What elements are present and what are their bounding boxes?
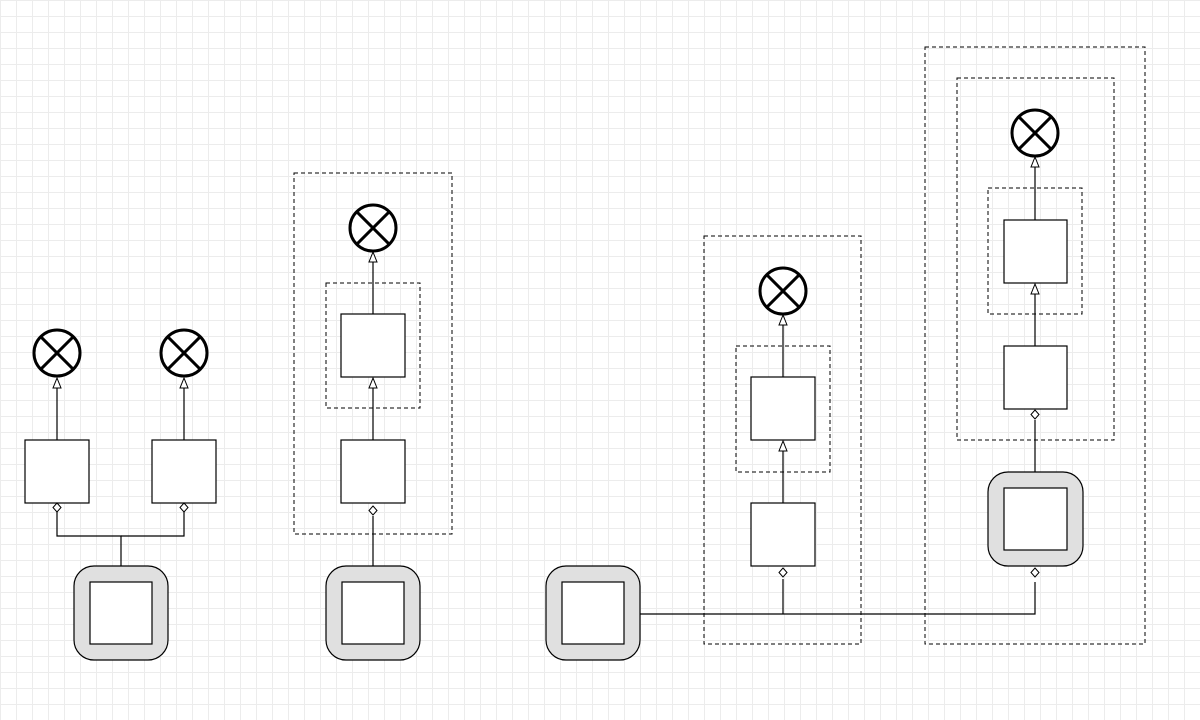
arrowhead-icon [778, 439, 788, 452]
arrowhead-icon [1030, 155, 1040, 168]
arrowhead-icon [778, 313, 788, 326]
container-outer [703, 235, 862, 645]
group-double-chain [545, 46, 1146, 661]
connector-line [56, 511, 122, 566]
process-node[interactable] [750, 376, 816, 441]
diamond-connector-icon [1030, 409, 1040, 420]
group-single-chain [293, 172, 453, 661]
container-outer [924, 46, 1146, 645]
arrowhead-icon [1030, 282, 1040, 295]
output-lamp-icon [32, 328, 82, 378]
source-node[interactable] [545, 565, 641, 661]
diamond-connector-icon [778, 567, 788, 578]
output-lamp-icon [348, 203, 398, 253]
group-left-tree [24, 328, 217, 661]
diamond-connector-icon [179, 502, 189, 513]
process-node[interactable] [750, 502, 816, 567]
process-node[interactable] [340, 439, 406, 504]
process-node[interactable] [24, 439, 90, 504]
process-node[interactable] [340, 313, 406, 378]
diamond-connector-icon [1030, 567, 1040, 578]
diamond-connector-icon [368, 505, 378, 516]
arrowhead-icon [368, 376, 378, 389]
output-lamp-icon [1010, 108, 1060, 158]
output-lamp-icon [159, 328, 209, 378]
output-lamp-icon [758, 266, 808, 316]
diamond-connector-icon [52, 502, 62, 513]
source-node[interactable] [73, 565, 169, 661]
arrowhead-icon [179, 376, 189, 389]
process-node[interactable] [1003, 345, 1068, 410]
process-node[interactable] [151, 439, 217, 504]
arrowhead-icon [368, 250, 378, 263]
connector-line [640, 582, 1036, 615]
connector-line [121, 511, 185, 537]
process-node[interactable] [1003, 219, 1068, 284]
source-node[interactable] [987, 471, 1084, 567]
arrowhead-icon [52, 376, 62, 389]
source-node[interactable] [325, 565, 421, 661]
